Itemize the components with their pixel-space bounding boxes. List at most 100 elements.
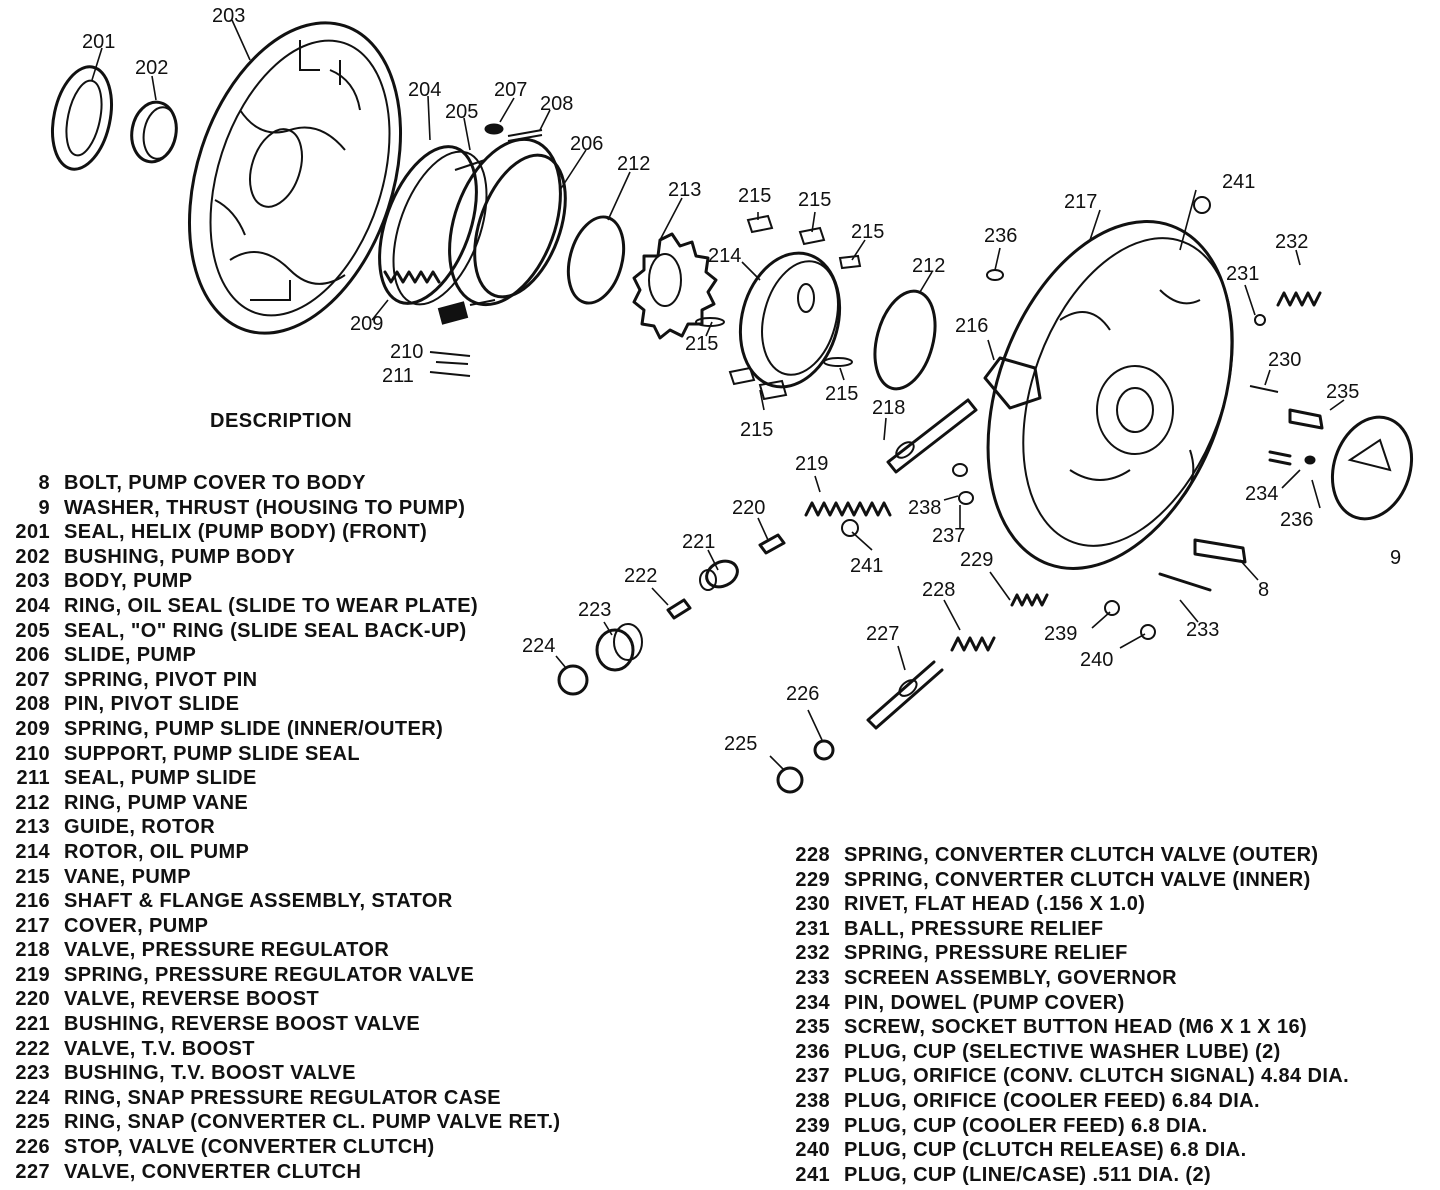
part-214-rotor xyxy=(738,251,842,389)
legend-part-number: 225 xyxy=(15,1111,50,1134)
callout-225: 225 xyxy=(724,733,757,755)
part-221-reverse-boost-bushing xyxy=(699,559,739,591)
legend-part-number: 226 xyxy=(15,1136,50,1159)
part-234-dowel-pin xyxy=(1268,450,1292,466)
legend-part-number: 227 xyxy=(15,1160,50,1183)
callout-236a: 236 xyxy=(984,225,1017,247)
legend-part-number: 209 xyxy=(15,717,50,740)
part-237-238-orifice-plugs xyxy=(952,463,974,505)
callout-234: 234 xyxy=(1245,483,1278,505)
legend-part-description: BOLT, PUMP COVER TO BODY xyxy=(64,472,366,494)
legend-part-number: 239 xyxy=(795,1114,830,1137)
callout-9: 9 xyxy=(1390,547,1401,569)
callout-233: 233 xyxy=(1186,619,1219,641)
part-227-converter-clutch-valve xyxy=(866,660,944,730)
legend-part-number: 218 xyxy=(15,939,50,962)
legend-part-description: SEAL, PUMP SLIDE xyxy=(64,767,257,790)
legend-part-number: 205 xyxy=(15,619,50,642)
legend-part-description: SHAFT & FLANGE ASSEMBLY, STATOR xyxy=(64,890,453,913)
callout-216: 216 xyxy=(955,315,988,337)
legend-part-description: BUSHING, PUMP BODY xyxy=(64,545,296,568)
part-207-pivot-spring xyxy=(484,123,504,135)
part-230-rivet xyxy=(1249,385,1279,393)
legend-part-number: 229 xyxy=(795,868,830,891)
callout-240: 240 xyxy=(1080,649,1113,671)
legend-part-number: 212 xyxy=(15,791,50,814)
legend-part-number: 221 xyxy=(15,1013,50,1036)
callout-208: 208 xyxy=(540,93,573,115)
legend-part-description: VALVE, T.V. BOOST xyxy=(64,1037,255,1060)
legend-part-description: SPRING, PRESSURE RELIEF xyxy=(844,942,1128,965)
legend-part-number: 202 xyxy=(15,545,50,568)
part-205-o-ring xyxy=(392,150,488,306)
legend-part-description: VALVE, CONVERTER CLUTCH xyxy=(64,1160,362,1183)
legend-part-description: VALVE, REVERSE BOOST xyxy=(64,988,320,1011)
legend-part-description: ROTOR, OIL PUMP xyxy=(64,840,250,863)
part-210-211-seal-support xyxy=(429,351,471,377)
legend-part-number: 219 xyxy=(15,963,50,986)
callout-235: 235 xyxy=(1326,381,1359,403)
legend-part-number: 8 xyxy=(38,472,50,494)
legend-row: 8 BOLT, PUMP COVER TO BODY xyxy=(0,471,560,496)
legend-part-number: 204 xyxy=(15,594,50,617)
legend-part-number: 233 xyxy=(795,966,830,989)
legend-part-number: 215 xyxy=(15,865,50,888)
callout-232: 232 xyxy=(1275,231,1308,253)
legend-part-number: 220 xyxy=(15,988,50,1011)
legend-part-description: RING, SNAP PRESSURE REGULATOR CASE xyxy=(64,1086,501,1109)
callout-228: 228 xyxy=(922,579,955,601)
legend-part-number: 206 xyxy=(15,644,50,667)
legend-part-description: PIN, PIVOT SLIDE xyxy=(64,693,240,716)
callout-215b: 215 xyxy=(798,189,831,211)
part-223-tv-boost-bushing xyxy=(595,623,643,672)
callout-210: 210 xyxy=(390,341,423,363)
legend-part-number: 217 xyxy=(15,914,50,937)
legend-part-description: SPRING, PIVOT PIN xyxy=(64,668,258,691)
legend-part-number: 203 xyxy=(15,570,50,593)
description-heading: DESCRIPTION xyxy=(210,410,353,432)
callout-213: 213 xyxy=(668,179,701,201)
callout-215e: 215 xyxy=(825,383,858,405)
part-212-vane-ring-b xyxy=(873,289,937,391)
part-208-pivot-pin xyxy=(507,129,543,142)
legend-part-description: PIN, DOWEL (PUMP COVER) xyxy=(844,991,1125,1014)
legend-part-number: 237 xyxy=(795,1065,830,1088)
callout-8: 8 xyxy=(1258,579,1269,601)
legend-part-description: SCREEN ASSEMBLY, GOVERNOR xyxy=(844,966,1178,989)
legend-part-description: RIVET, FLAT HEAD (.156 X 1.0) xyxy=(844,893,1146,916)
callout-230: 230 xyxy=(1268,349,1301,371)
legend-part-number: 208 xyxy=(15,693,50,716)
legend-part-description: PLUG, CUP (SELECTIVE WASHER LUBE) (2) xyxy=(844,1040,1281,1063)
callout-201: 201 xyxy=(82,31,115,53)
legend-row: 220 VALVE, REVERSE BOOST xyxy=(0,987,560,1012)
legend-part-number: 213 xyxy=(15,816,50,839)
legend-row: 202 BUSHING, PUMP BODY xyxy=(0,545,560,570)
legend-row: 232 SPRING, PRESSURE RELIEF xyxy=(780,941,1349,966)
legend-part-number: 232 xyxy=(795,942,830,965)
callout-227: 227 xyxy=(866,623,899,645)
callout-224: 224 xyxy=(522,635,555,657)
legend-part-description: BUSHING, T.V. BOOST VALVE xyxy=(64,1062,356,1085)
part-235-socket-screw xyxy=(1288,408,1324,430)
callout-222: 222 xyxy=(624,565,657,587)
part-220-reverse-boost-valve xyxy=(758,533,786,555)
callout-236b: 236 xyxy=(1280,509,1313,531)
